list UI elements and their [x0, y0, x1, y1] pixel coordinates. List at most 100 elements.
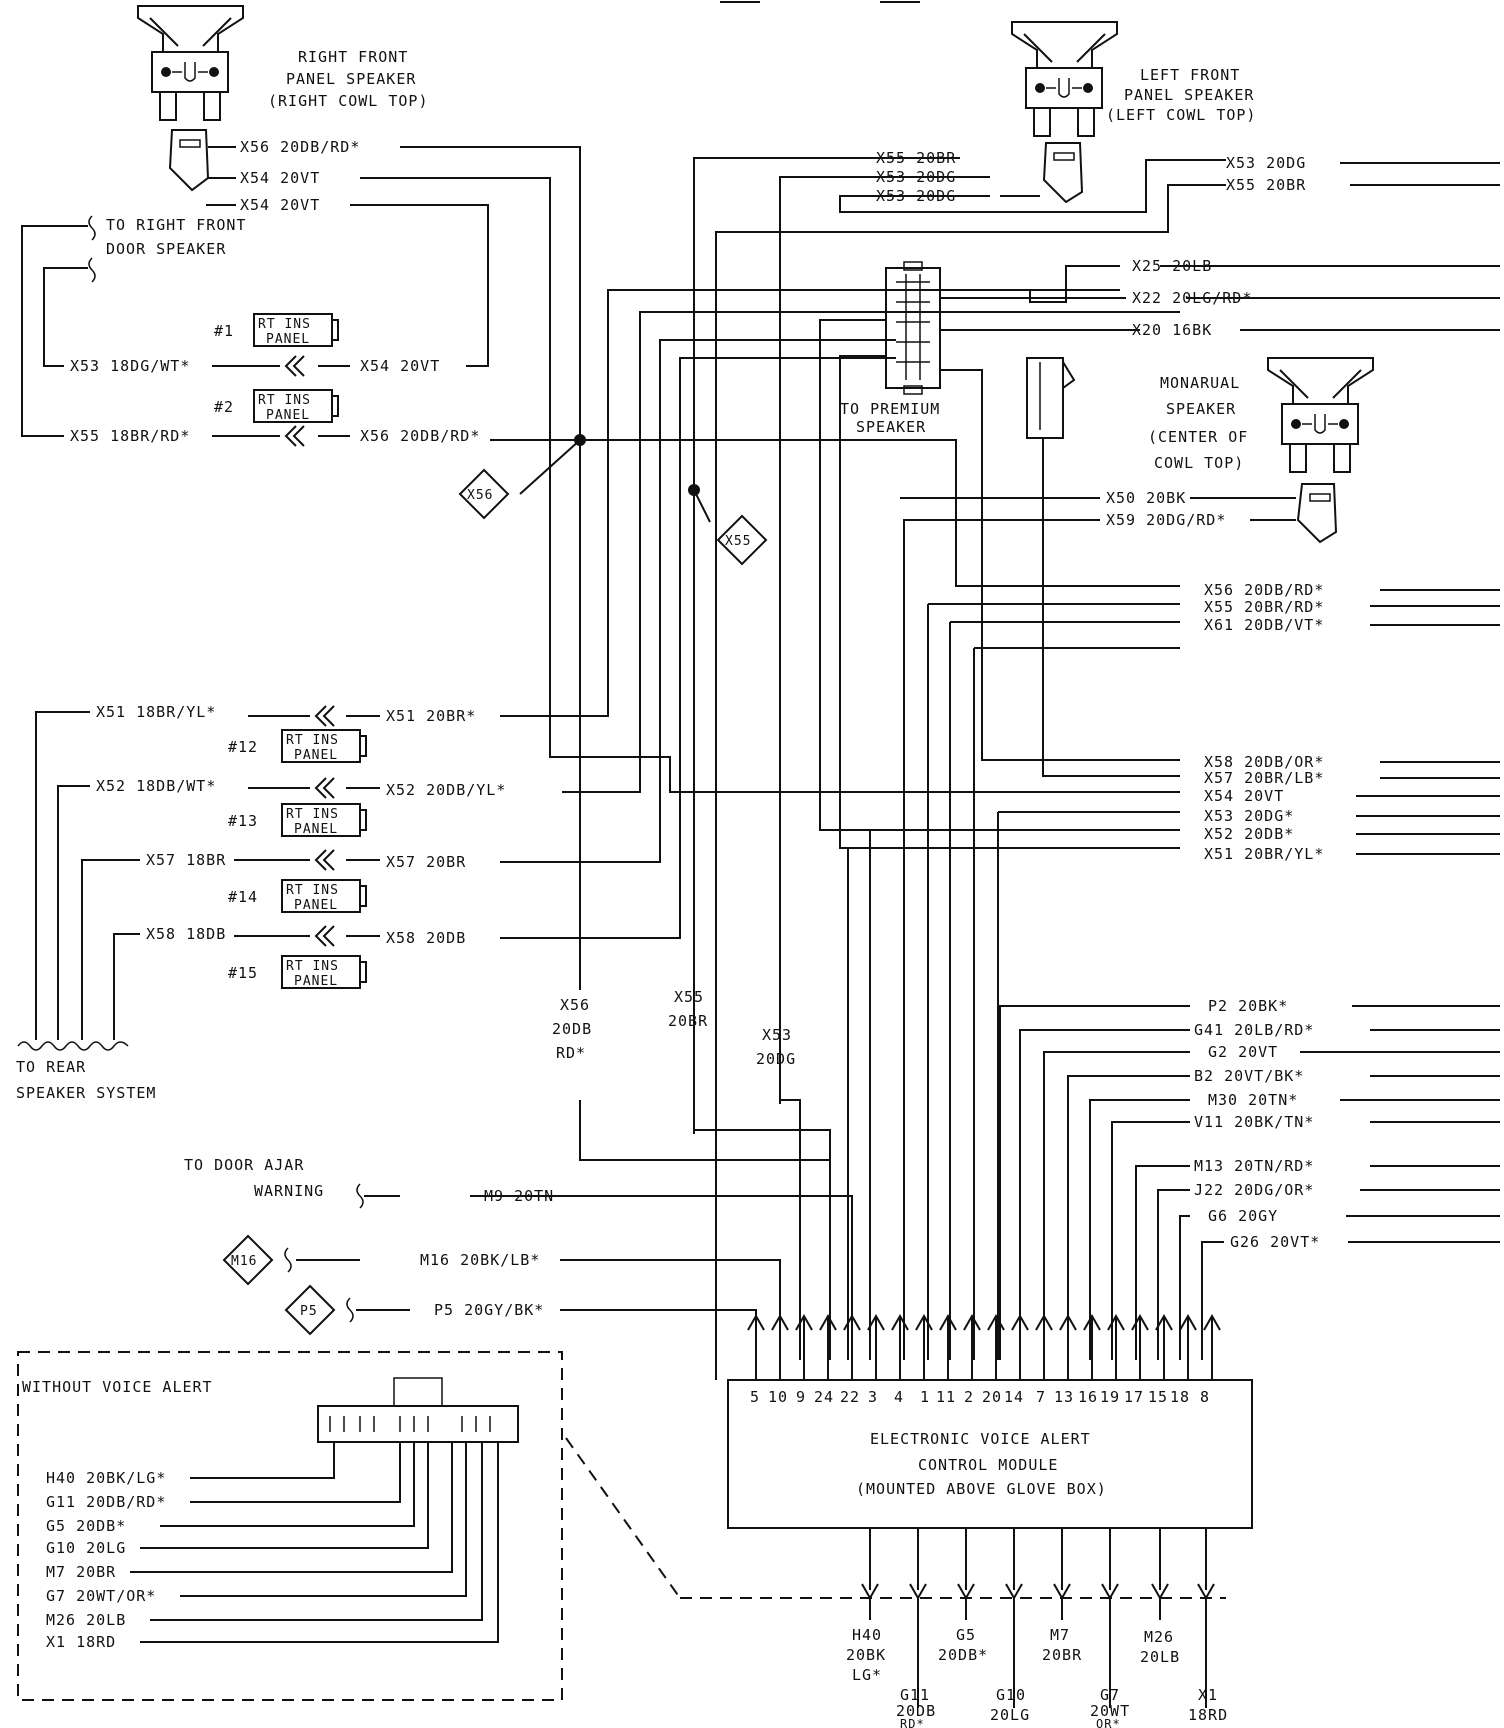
- m16-diamond: M16: [222, 1234, 274, 1286]
- w-m30: M30 20TN*: [1208, 1091, 1298, 1109]
- ref-13: #13: [228, 812, 258, 830]
- module-label-3: (MOUNTED ABOVE GLOVE BOX): [856, 1480, 1107, 1498]
- left-front-speaker-icon: [1011, 21, 1118, 137]
- rt14-b: PANEL: [294, 898, 338, 913]
- module-feed-wires: [847, 603, 1180, 1360]
- b-h40-2: 20BK: [846, 1646, 886, 1664]
- w-m-x58: X58 20DB: [386, 929, 466, 947]
- w-v11: V11 20BK/TN*: [1194, 1113, 1314, 1131]
- b-g11-3: RD*: [900, 1717, 925, 1728]
- w-r-x58: X58 20DB/OR*: [1204, 753, 1324, 771]
- door-ajar-1: TO DOOR AJAR: [184, 1156, 304, 1174]
- rf-connector-icon: [168, 129, 210, 192]
- monaural-speaker-icon: [1267, 357, 1374, 473]
- w-lf-x55: X55 20BR: [876, 149, 956, 167]
- module-connector-icon: [1026, 357, 1076, 439]
- pin: 3: [868, 1388, 878, 1406]
- rf-wires: [21, 146, 1180, 990]
- mid-harness-wires: [490, 289, 1180, 939]
- w-r-x57: X57 20BR/LB*: [1204, 769, 1324, 787]
- w-wo-g7: G7 20WT/OR*: [46, 1587, 156, 1605]
- w-r-x55b: X55 20BR/RD*: [1204, 598, 1324, 616]
- pin: 10: [768, 1388, 788, 1406]
- w-m16: M16 20BK/LB*: [420, 1251, 540, 1269]
- pin: 15: [1148, 1388, 1168, 1406]
- mono-title-4: COWL TOP): [1154, 454, 1244, 472]
- w-v-x55-1: X55: [674, 988, 704, 1006]
- premium-label-1: TO PREMIUM: [840, 400, 940, 418]
- pin: 7: [1036, 1388, 1046, 1406]
- ref-12: #12: [228, 738, 258, 756]
- premium-speaker-connector-icon: [885, 261, 941, 395]
- w-r-x25: X25 20LB: [1132, 257, 1212, 275]
- rt-ins-panel-1: [253, 313, 339, 347]
- rt2-a: RT INS: [258, 393, 311, 408]
- pin: 20: [982, 1388, 1002, 1406]
- w-wo-x1: X1 18RD: [46, 1633, 116, 1651]
- pin: 4: [894, 1388, 904, 1406]
- pin: 13: [1054, 1388, 1074, 1406]
- w-r-x22: X22 20LG/RD*: [1132, 289, 1252, 307]
- pin-numbers: 5 10 9 24 22 3 4 1 11 2 20 14 7 13 16 19…: [750, 1388, 1210, 1406]
- rt12-a: RT INS: [286, 733, 339, 748]
- mono-wires: [900, 438, 1296, 1360]
- w-wo-g11: G11 20DB/RD*: [46, 1493, 166, 1511]
- rt15-a: RT INS: [286, 959, 339, 974]
- rf-door-label-2: DOOR SPEAKER: [106, 240, 226, 258]
- w-r-x54: X54 20VT: [1204, 787, 1284, 805]
- b-x1-1: X1: [1198, 1686, 1218, 1704]
- rt15-b: PANEL: [294, 974, 338, 989]
- w-rf-x54a: X54 20VT: [240, 169, 320, 187]
- rt-ins-panel-15: [281, 955, 367, 989]
- splice-x56-label: X56: [467, 488, 493, 503]
- w-r-x61: X61 20DB/VT*: [1204, 616, 1324, 634]
- rf-speaker-title-2: PANEL SPEAKER: [286, 70, 416, 88]
- splice-x56-diamond: X56: [458, 468, 510, 520]
- rf-door-label-1: TO RIGHT FRONT: [106, 216, 246, 234]
- w-v-x55-2: 20BR: [668, 1012, 708, 1030]
- right-stubs: [1300, 589, 1500, 1243]
- m16-label: M16: [231, 1254, 257, 1269]
- pin: 17: [1124, 1388, 1144, 1406]
- w-p2: P2 20BK*: [1208, 997, 1288, 1015]
- rf-speaker-title-1: RIGHT FRONT: [298, 48, 408, 66]
- w-rf-x54b: X54 20VT: [240, 196, 320, 214]
- ref-2: #2: [214, 398, 234, 416]
- p5-diamond: P5: [284, 1284, 336, 1336]
- b-g10-1: G10: [996, 1686, 1026, 1704]
- splice-x55-diamond: X55: [716, 514, 768, 566]
- w-g6: G6 20GY: [1208, 1207, 1278, 1225]
- b-g5-1: G5: [956, 1626, 976, 1644]
- w-r-x53b: X53 20DG*: [1204, 807, 1294, 825]
- b-m7-1: M7: [1050, 1626, 1070, 1644]
- b-m7-2: 20BR: [1042, 1646, 1082, 1664]
- b-g7-2: 20WT: [1090, 1702, 1130, 1720]
- pin: 9: [796, 1388, 806, 1406]
- mono-connector-icon: [1296, 483, 1338, 544]
- lf-connector-icon: [1042, 142, 1084, 204]
- lf-speaker-title-3: (LEFT COWL TOP): [1106, 106, 1256, 124]
- w-l-x51: X51 18BR/YL*: [96, 703, 216, 721]
- splice-wires: [579, 1080, 830, 1161]
- pin: 19: [1100, 1388, 1120, 1406]
- w-v-x56-2: 20DB: [552, 1020, 592, 1038]
- w-r-x20: X20 16BK: [1132, 321, 1212, 339]
- w-x53-18: X53 18DG/WT*: [70, 357, 190, 375]
- module-left-wires: [284, 1183, 853, 1360]
- right-front-speaker-icon: [137, 5, 244, 121]
- w-wo-h40: H40 20BK/LG*: [46, 1469, 166, 1487]
- w-r-x59: X59 20DG/RD*: [1106, 511, 1226, 529]
- lf-speaker-title-2: PANEL SPEAKER: [1124, 86, 1254, 104]
- w-p5: P5 20GY/BK*: [434, 1301, 544, 1319]
- without-voice-alert-box: [17, 1351, 563, 1701]
- w-rf-x56: X56 20DB/RD*: [240, 138, 360, 156]
- w-r-x53: X53 20DG: [1226, 154, 1306, 172]
- pin: 8: [1200, 1388, 1210, 1406]
- b-g5-2: 20DB*: [938, 1646, 988, 1664]
- w-v-x53-2: 20DG: [756, 1050, 796, 1068]
- w-r-x55: X55 20BR: [1226, 176, 1306, 194]
- w-j22: J22 20DG/OR*: [1194, 1181, 1314, 1199]
- pin: 5: [750, 1388, 760, 1406]
- w-wo-g10: G10 20LG: [46, 1539, 126, 1557]
